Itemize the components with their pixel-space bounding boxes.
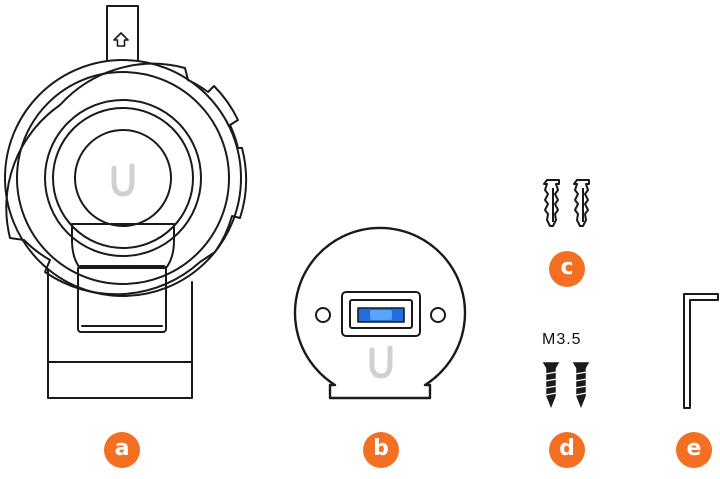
- part-badge-a: a: [104, 432, 140, 468]
- ubiquiti-logo-icon: [111, 163, 135, 197]
- hex-key-e: [683, 293, 719, 409]
- level-bubble-icon: [370, 310, 392, 320]
- screws-d: [542, 362, 590, 409]
- ubiquiti-logo-icon: [369, 345, 393, 379]
- wall-anchors-c: [543, 179, 590, 227]
- up-arrow-icon: [113, 32, 129, 47]
- wall-anchor-icon: [543, 179, 560, 227]
- part-badge-d: d: [549, 432, 585, 468]
- screw-size-label: M3.5: [542, 331, 582, 348]
- part-badge-e: e: [676, 432, 712, 468]
- camera-mount-a: [4, 5, 248, 399]
- part-badge-c: c: [549, 251, 585, 287]
- screw-icon: [542, 362, 560, 409]
- wall-anchor-icon: [573, 179, 590, 227]
- mounting-plate-b: [293, 226, 467, 400]
- screw-icon: [572, 362, 590, 409]
- part-badge-b: b: [363, 432, 399, 468]
